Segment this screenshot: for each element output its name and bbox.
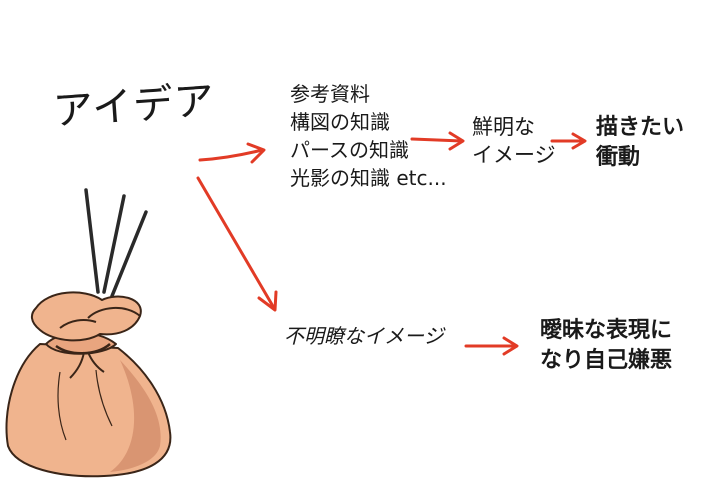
sack-illustration (5, 291, 172, 478)
arrow-clear-to-urge (550, 132, 587, 150)
knowledge-item: 参考資料 (290, 82, 370, 106)
urge-to-draw-label: 描きたい 衝動 (596, 113, 684, 173)
clear-image-label: 鮮明な イメージ (472, 113, 556, 169)
knowledge-item: パースの知識 (290, 138, 409, 162)
vague-image-label: 不明瞭なイメージ (284, 324, 444, 348)
knowledge-item: 構図の知識 (290, 110, 390, 134)
urge-line: 描きたい (596, 115, 685, 140)
self-loathing-label: 曖昧な表現に なり自己嫌悪 (540, 316, 672, 376)
self-loathing-line: 曖昧な表現に (540, 318, 673, 343)
arrow-idea-to-knowledge (198, 142, 266, 164)
deflation-lines (84, 188, 148, 298)
urge-line: 衝動 (596, 145, 641, 170)
clear-image-line: イメージ (472, 143, 556, 167)
clear-image-line: 鮮明な (472, 115, 535, 139)
arrow-idea-to-vague (196, 176, 278, 312)
arrow-vague-to-loathing (464, 336, 519, 356)
idea-label: アイデア (51, 77, 217, 135)
arrow-knowledge-to-clear (410, 131, 465, 151)
self-loathing-line: なり自己嫌悪 (540, 348, 673, 373)
knowledge-list: 参考資料 構図の知識 パースの知識 光影の知識 etc... (290, 80, 447, 192)
knowledge-item: 光影の知識 etc... (290, 166, 447, 190)
